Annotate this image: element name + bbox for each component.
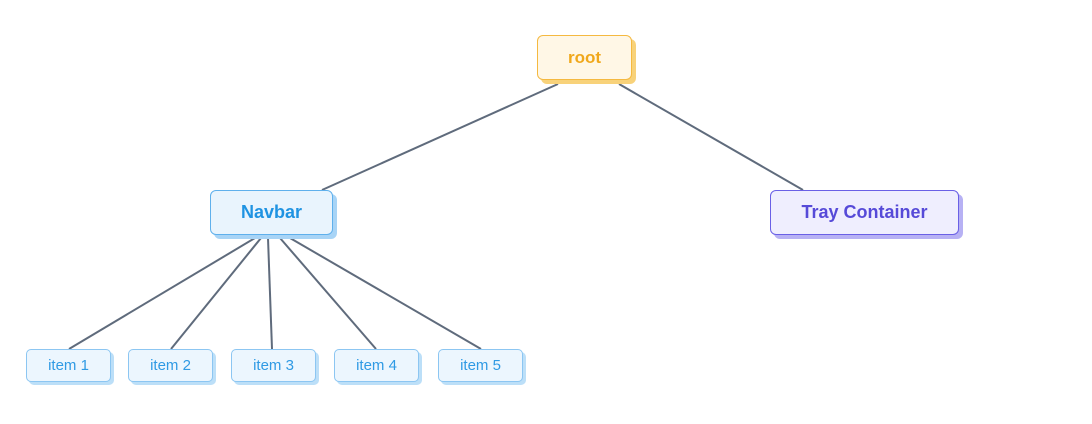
edge-navbar-item-1 bbox=[68, 237, 256, 350]
edge-navbar-item-4 bbox=[279, 237, 377, 350]
node-item-4[interactable]: item 4 bbox=[334, 349, 419, 382]
node-item-2-label: item 2 bbox=[150, 357, 191, 374]
node-tray-container[interactable]: Tray Container bbox=[770, 190, 959, 235]
node-root[interactable]: root bbox=[537, 35, 632, 80]
edge-root-tray bbox=[618, 83, 804, 191]
node-item-3[interactable]: item 3 bbox=[231, 349, 316, 382]
edge-navbar-item-3 bbox=[267, 237, 273, 350]
node-tray-container-label: Tray Container bbox=[801, 202, 928, 222]
edge-root-navbar bbox=[321, 83, 559, 191]
node-root-label: root bbox=[567, 47, 602, 67]
edge-navbar-item-2 bbox=[170, 237, 262, 350]
node-item-1-label: item 1 bbox=[48, 357, 89, 374]
node-item-5-label: item 5 bbox=[460, 357, 501, 374]
node-navbar-label: Navbar bbox=[240, 202, 303, 222]
node-item-2[interactable]: item 2 bbox=[128, 349, 213, 382]
node-item-3-label: item 3 bbox=[253, 357, 294, 374]
node-navbar[interactable]: Navbar bbox=[210, 190, 333, 235]
edge-navbar-item-5 bbox=[289, 237, 482, 350]
node-item-1[interactable]: item 1 bbox=[26, 349, 111, 382]
node-item-5[interactable]: item 5 bbox=[438, 349, 523, 382]
node-item-4-label: item 4 bbox=[356, 357, 397, 374]
